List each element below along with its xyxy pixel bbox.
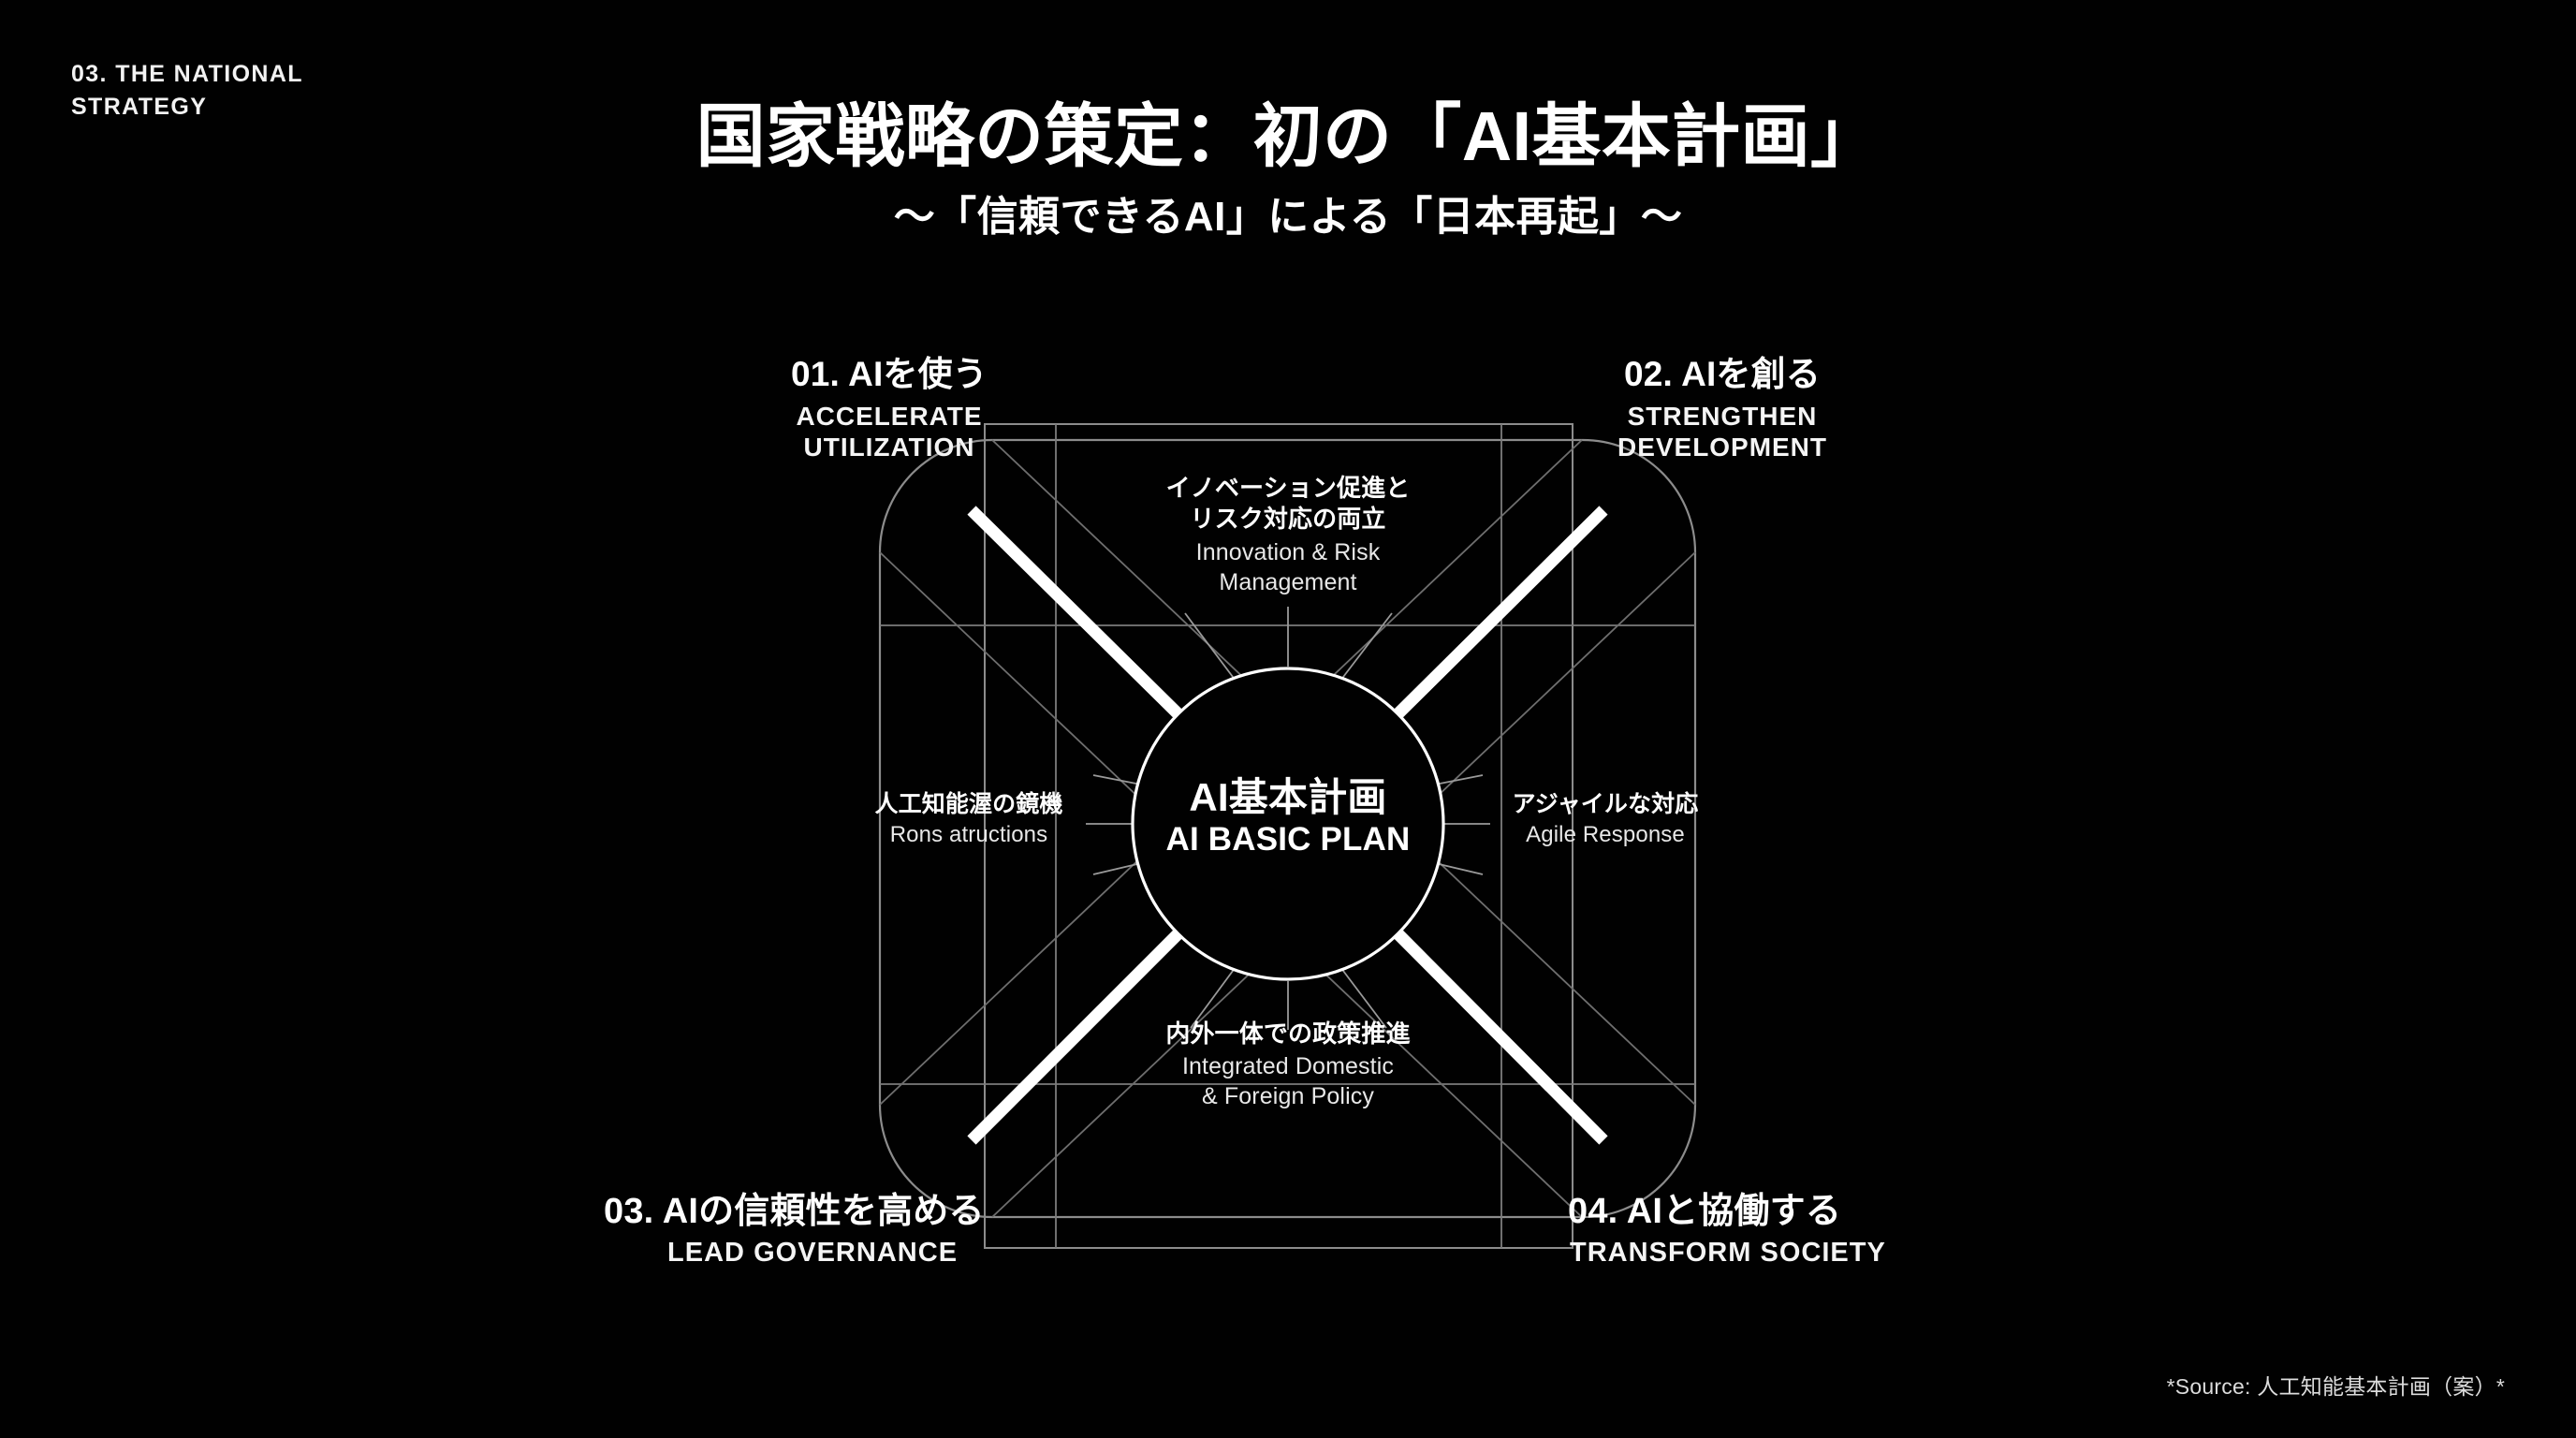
diagonal-guide-tl-br (879, 551, 1583, 1218)
page-subtitle: 〜「信頼できるAI」による「日本再起」〜 (893, 193, 1683, 240)
center-circle-label: AI基本計画 AI BASIC PLAN (1101, 775, 1475, 858)
quadrant-number-01: 01. AIを使う (790, 355, 988, 393)
pillar-label-ai-foundation: 人工知能渥の鏡機 Rons atructions (833, 789, 1105, 850)
pillar-en-agile-response: Agile Response (1526, 822, 1685, 847)
pillar-label-innovation-risk: イノベーション促進と リスク対応の両立 Innovation & Risk Ma… (1101, 473, 1475, 597)
pillar-en-integrated-policy: Integrated Domestic & Foreign Policy (1181, 1053, 1395, 1110)
quadrant-label-lead-governance: 03. AIの信頼性を高める LEAD GOVERNANCE (604, 1191, 1090, 1269)
quadrant-number-02: 02. AIを創る (1623, 355, 1821, 393)
pillar-jp-integrated-policy: 内外一体での政策推進 (1165, 1020, 1411, 1048)
quadrant-label-transform-society: 04. AIと協働する TRANSFORM SOCIETY (1568, 1191, 1961, 1269)
pillar-en-ai-foundation: Rons atructions (889, 822, 1048, 847)
page-title: 国家戦略の策定：初の「AI基本計画」 (695, 97, 1881, 175)
source-footnote: *Source: 人工知能基本計画（案）* (2166, 1374, 2505, 1399)
quadrant-number-03: 03. AIの信頼性を高める (604, 1192, 985, 1231)
quadrant-en-01: ACCELERATE UTILIZATION (796, 401, 983, 462)
pillar-jp-ai-foundation: 人工知能渥の鏡機 (874, 791, 1063, 817)
quadrant-en-04: TRANSFORM SOCIETY (1570, 1237, 1886, 1268)
quadrant-en-03: LEAD GOVERNANCE (667, 1237, 959, 1268)
quadrant-number-04: 04. AIと協働する (1568, 1192, 1842, 1231)
section-eyebrow: 03. THE NATIONAL STRATEGY (71, 61, 303, 120)
pillar-jp-innovation-risk: イノベーション促進と リスク対応の両立 (1165, 474, 1411, 534)
quadrant-label-strengthen-development: 02. AIを創る STRENGTHEN DEVELOPMENT (1573, 354, 1872, 463)
diagonal-guide-tr-bl (991, 551, 1696, 1218)
center-title-en: AI BASIC PLAN (1165, 821, 1411, 858)
quadrant-label-accelerate-utilization: 01. AIを使う ACCELERATE UTILIZATION (739, 354, 1039, 463)
center-title-jp: AI基本計画 (1189, 775, 1387, 819)
quadrant-en-02: STRENGTHEN DEVELOPMENT (1617, 401, 1827, 462)
pillar-label-agile-response: アジャイルな対応 Agile Response (1470, 789, 1741, 850)
pillar-label-integrated-policy: 内外一体での政策推進 Integrated Domestic & Foreign… (1101, 1019, 1475, 1111)
pillar-en-innovation-risk: Innovation & Risk Management (1195, 538, 1381, 595)
pillar-jp-agile-response: アジャイルな対応 (1512, 791, 1699, 817)
title-block: 国家戦略の策定：初の「AI基本計画」 〜「信頼できるAI」による「日本再起」〜 (0, 97, 2576, 242)
